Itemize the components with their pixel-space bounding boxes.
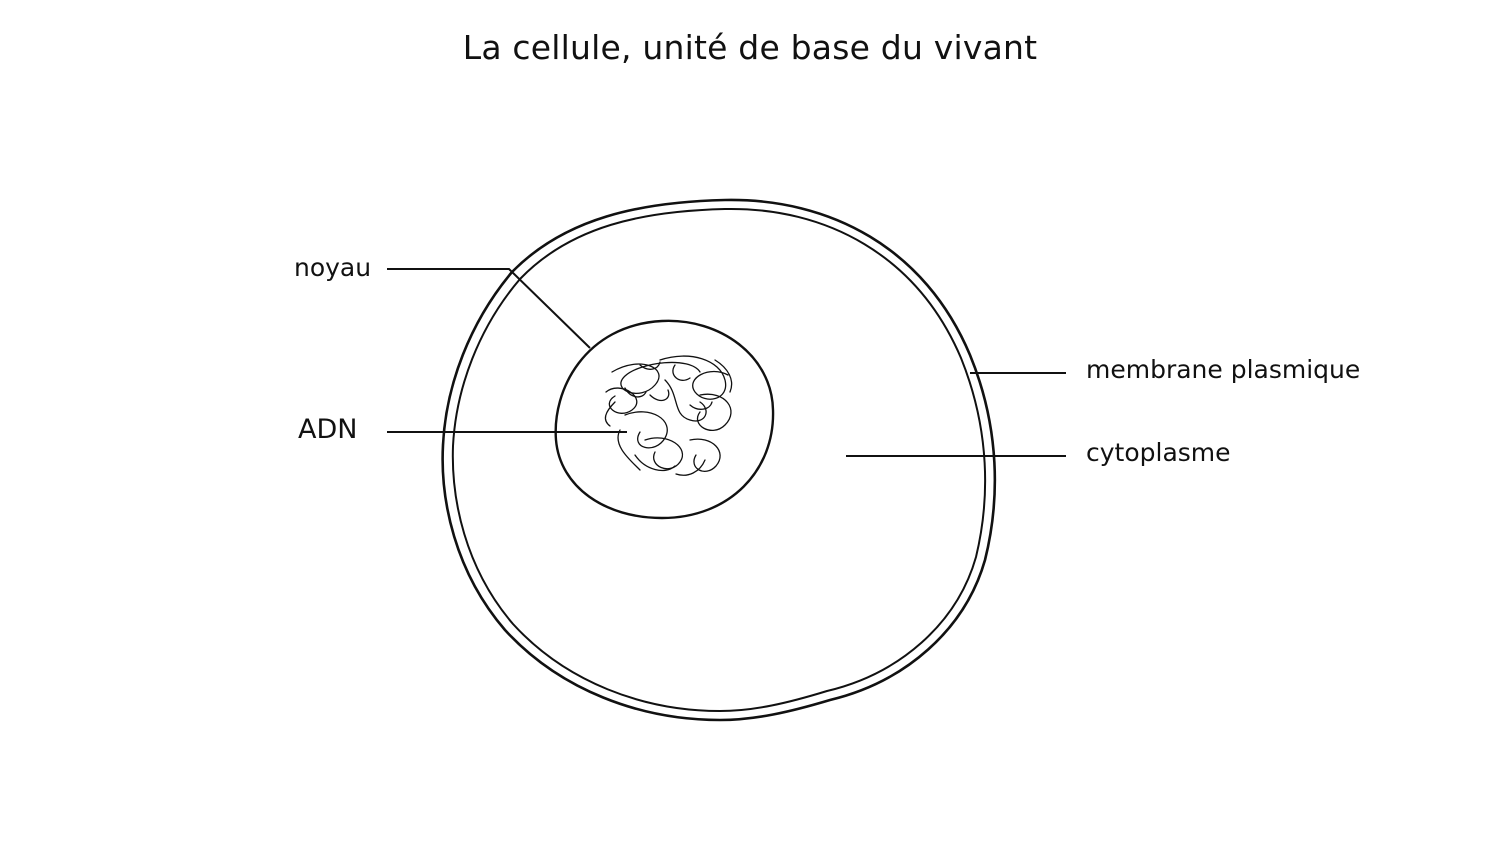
- nucleus-outline: [554, 319, 775, 520]
- cell-membrane-inner: [451, 207, 987, 713]
- label-cytoplasme: cytoplasme: [1086, 438, 1231, 467]
- diagram-title: La cellule, unité de base du vivant: [462, 28, 1038, 67]
- cell-membrane-outer: [441, 198, 997, 722]
- leader-line-noyau: [387, 268, 591, 349]
- dna-tangle: [604, 355, 733, 476]
- label-noyau: noyau: [294, 253, 372, 282]
- label-adn: ADN: [298, 414, 358, 445]
- label-membrane-plasmique: membrane plasmique: [1086, 355, 1361, 384]
